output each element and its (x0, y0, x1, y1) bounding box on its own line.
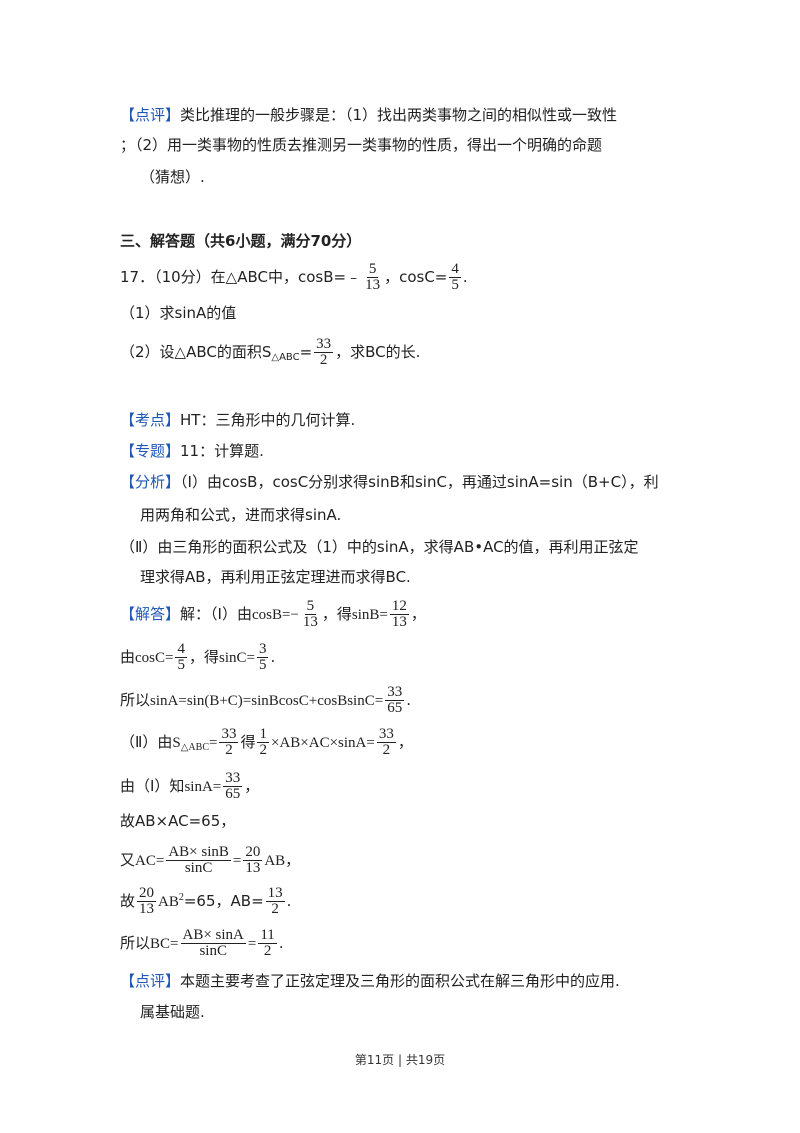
zhuanti-line: 【专题】11：计算题. (120, 442, 264, 460)
prev-comment-line-2: ；（2）用一类事物的性质去推测另一类事物的性质，得出一个明确的命题 (120, 136, 603, 154)
fenxi-tag: 【分析】 (120, 473, 181, 491)
fenxi-line-2: 用两角和公式，进而求得sinA. (140, 506, 342, 524)
prev-comment-line-3: （猜想）. (140, 168, 205, 186)
dianping-line-1: 【点评】本题主要考查了正弦定理及三角形的面积公式在解三角形中的应用. (120, 972, 620, 990)
zhuanti-tag: 【专题】 (120, 442, 181, 460)
solution-line-6: 故AB×AC=65， (120, 812, 236, 830)
page-footer: 第11页 | 共19页 (354, 1053, 446, 1067)
fenxi-line-4: 理求得AB，再利用正弦定理进而求得BC. (140, 568, 411, 586)
kaodian-line: 【考点】HT：三角形中的几何计算. (120, 411, 356, 429)
prev-comment-tag: 【点评】 (120, 106, 181, 124)
kaodian-tag: 【考点】 (120, 411, 181, 429)
fenxi-line-3: （Ⅱ）由三角形的面积公式及（1）中的sinA，求得AB•AC的值，再利用正弦定 (120, 538, 639, 556)
jieda-tag: 【解答】 (120, 605, 181, 623)
prev-comment-line-1: 【点评】类比推理的一般步骤是：（1）找出两类事物之间的相似性或一致性 (120, 106, 618, 124)
question-1: （1）求sinA的值 (120, 304, 237, 322)
section-title: 三、解答题（共6小题，满分70分） (120, 232, 362, 250)
dianping-tag: 【点评】 (120, 972, 181, 990)
dianping-line-2: 属基础题. (140, 1003, 205, 1021)
fenxi-line-1: 【分析】（Ⅰ）由cosB，cosC分别求得sinB和sinC，再通过sinA=s… (120, 473, 659, 491)
